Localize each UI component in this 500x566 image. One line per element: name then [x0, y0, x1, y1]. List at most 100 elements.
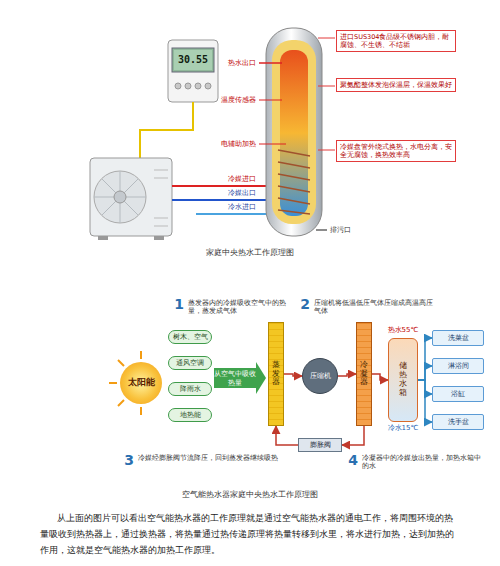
node-text: 洗菜盆 [448, 334, 469, 343]
node-text: 淋浴间 [448, 362, 469, 371]
figure-caption: 空气能热水器家庭中央热水工作原理图 [60, 490, 440, 500]
port-label: 热水出口 [200, 59, 256, 68]
sun-rays [109, 382, 117, 384]
sun-rays [118, 400, 124, 406]
leader-line [259, 38, 335, 230]
node-text: 树木、空气 [173, 333, 208, 342]
outdoor-unit [90, 158, 172, 236]
node-text: 进口SUS304食品级不锈钢内胆，耐腐蚀、不生锈、不结垢 [340, 33, 452, 49]
storage-tank [266, 28, 322, 236]
controller-panel [168, 40, 218, 102]
water-pipe [196, 214, 266, 215]
sun-rays [140, 407, 142, 415]
body-paragraph: 从上面的图片可以看出空气能热水器的工作原理就是通过空气能热水器的通电工作，将周围… [40, 510, 460, 558]
flow-connector [342, 426, 364, 445]
port-label: 冷媒出口 [200, 189, 256, 198]
leader-line [259, 62, 282, 64]
valve-box: 膨胀阀 [298, 438, 342, 452]
storage-tank [278, 150, 310, 214]
node-text: 冷媒盘管外绕式换热，水电分离，安全无腐蚀，换热效率高 [340, 143, 452, 159]
flow-connector [372, 374, 388, 380]
callout-box: 聚氨酯整体发泡保温层，保温效果好 [336, 78, 456, 92]
callout-box: 进口SUS304食品级不锈钢内胆，耐腐蚀、不生锈、不结垢 [336, 30, 456, 52]
outdoor-unit [154, 218, 168, 219]
node-text: 压缩机 [310, 372, 331, 381]
outlet-box: 浴缸 [432, 386, 484, 402]
refrigerant-pipe [172, 186, 266, 200]
signal-wire [140, 102, 193, 158]
flow-connector [284, 374, 302, 376]
source-bubble: 通风空调 [168, 356, 212, 370]
compressor-circle: 压缩机 [302, 358, 338, 394]
refrigerant-pipe [172, 185, 266, 187]
outdoor-unit [114, 191, 126, 203]
node-text: 降雨水 [180, 385, 201, 394]
callout-number: 1 [172, 296, 186, 314]
step-note: 蒸发器内的冷媒吸收空气中的热量，蒸发成气体 [188, 299, 296, 315]
port-label: 排污口 [330, 226, 370, 235]
outdoor-unit [90, 158, 172, 240]
controller-panel [168, 40, 218, 102]
node-text: 储热水箱 [399, 362, 407, 397]
refrigerant-pipe [172, 199, 266, 201]
controller-panel [195, 83, 201, 89]
node-text: 地热能 [180, 411, 201, 420]
signal-wire [140, 102, 193, 158]
controller-panel [172, 48, 214, 72]
outdoor-unit [154, 178, 168, 179]
callout-number: 4 [346, 452, 360, 470]
leader-line [259, 100, 282, 101]
leader-line [318, 38, 335, 39]
water-pipe [196, 213, 266, 215]
port-label: 冷媒进口 [200, 175, 256, 184]
outdoor-unit [102, 179, 138, 215]
flow-connector [418, 366, 432, 380]
node-text: 太阳能 [128, 377, 155, 388]
node-text: 蒸发器 [272, 361, 280, 387]
outlet-box: 洗菜盆 [432, 330, 484, 346]
controller-panel [205, 83, 211, 89]
node-text: 30.55 [178, 54, 208, 67]
heat-arrow [214, 362, 266, 394]
outdoor-unit [154, 226, 168, 227]
leader-line [318, 150, 335, 151]
water-tank: 储热水箱 [388, 338, 418, 422]
outlet-box: 洗手盆 [432, 414, 484, 430]
node-text: 聚氨酯整体发泡保温层，保温效果好 [340, 81, 452, 89]
lcd-display: 30.55 [174, 50, 212, 70]
node-text: 冷凝器 [360, 361, 368, 387]
storage-tank [272, 40, 316, 224]
step-note: 冷媒经膨胀阀节流降压，回到蒸发器继续吸热 [138, 454, 288, 462]
leader-line [318, 86, 335, 87]
outdoor-unit [98, 236, 108, 240]
step-note: 冷凝器中的冷媒放出热量，加热水箱中的水 [362, 454, 486, 470]
outdoor-unit [94, 171, 146, 223]
callout-number: 2 [298, 296, 312, 314]
source-bubble: 降雨水 [168, 382, 212, 396]
part-label: 电辅助加热 [200, 140, 256, 149]
controller-panel [185, 83, 191, 89]
condenser-box: 冷凝器 [356, 322, 372, 426]
flow-connector [418, 338, 432, 380]
node-text: 浴缸 [451, 390, 465, 399]
flow-connector [338, 374, 356, 376]
leader-line [316, 229, 327, 231]
callout-box: 冷媒盘管外绕式换热，水电分离，安全无腐蚀，换热效率高 [336, 140, 456, 162]
sun-circle: 太阳能 [120, 362, 162, 404]
sun-rays [118, 360, 124, 366]
node-text: 洗手盆 [448, 418, 469, 427]
outdoor-unit [154, 236, 164, 240]
source-bubble: 树木、空气 [168, 330, 212, 344]
node-text: 通风空调 [176, 359, 204, 368]
flow-connector [276, 426, 298, 445]
heat-arrow [214, 362, 266, 394]
port-label: 冷水进口 [200, 203, 256, 212]
outdoor-unit [102, 179, 138, 215]
leader-line [259, 144, 286, 145]
outdoor-unit [154, 170, 168, 171]
figure-caption: 家庭中央热水工作原理图 [100, 248, 400, 258]
arrow-label: 从空气中吸收热量 [214, 370, 256, 388]
temperature-label: 冷水15℃ [378, 424, 428, 433]
part-label: 温度传感器 [200, 96, 256, 105]
